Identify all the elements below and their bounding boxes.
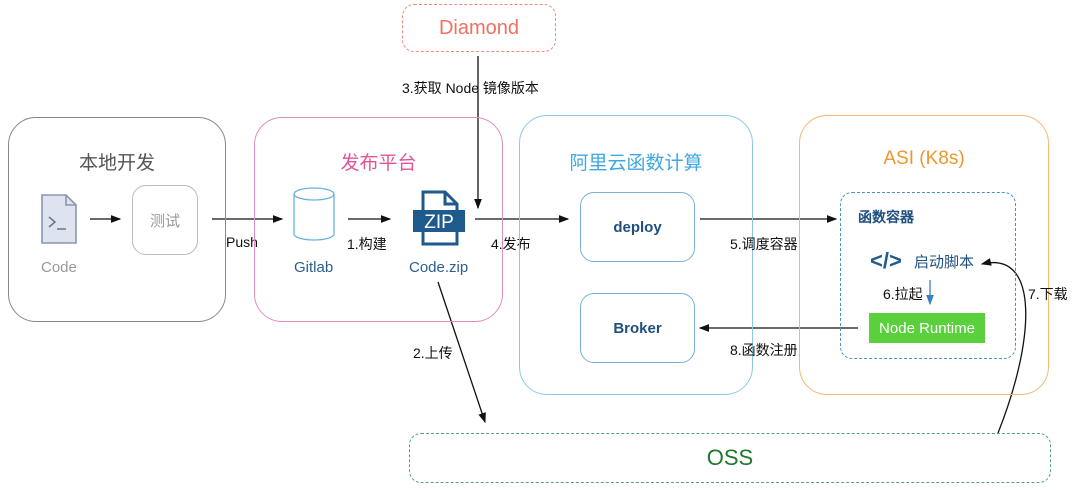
script-label: 启动脚本 (914, 254, 975, 271)
group-asi: ASI (K8s) (799, 115, 1049, 395)
group-local-title: 本地开发 (78, 153, 155, 174)
zip-label: Code.zip (409, 259, 469, 276)
edge-label-download: 7.下载 (1028, 286, 1068, 302)
oss-label: OSS (706, 445, 754, 470)
deploy-label: deploy (613, 218, 662, 236)
code-label: Code (41, 259, 77, 276)
deploy-node: deploy (580, 192, 695, 262)
edge-download (980, 258, 1027, 434)
test-node: 测试 (132, 185, 198, 255)
group-local: 本地开发 (8, 117, 226, 322)
edge-label-push: Push (226, 234, 258, 250)
edge-upload (437, 281, 486, 424)
group-fc-title: 阿里云函数计算 (569, 153, 703, 174)
node-runtime-label: Node Runtime (879, 319, 975, 337)
group-publish: 发布平台 (254, 117, 503, 322)
gitlab-database-icon (292, 186, 336, 247)
oss-node: OSS (409, 433, 1051, 483)
edge-label-schedule: 5.调度容器 (730, 236, 798, 252)
diamond-node: Diamond (402, 4, 556, 52)
edge-label-pull-up: 6.拉起 (883, 286, 923, 302)
zip-file-icon: ZIP (411, 190, 467, 251)
group-publish-title: 发布平台 (340, 153, 417, 174)
group-asi-title: ASI (K8s) (883, 148, 965, 169)
edge-label-register: 8.函数注册 (730, 342, 798, 358)
zip-glyph: ZIP (424, 212, 454, 233)
function-container-title: 函数容器 (858, 209, 914, 225)
edge-label-upload: 2.上传 (413, 345, 453, 361)
broker-label: Broker (613, 319, 662, 337)
edge-label-build: 1.构建 (347, 236, 387, 252)
group-fc: 阿里云函数计算 (519, 115, 753, 395)
edge-label-get-image: 3.获取 Node 镜像版本 (402, 80, 539, 96)
function-container: 函数容器 (840, 192, 1016, 359)
node-runtime-node: Node Runtime (869, 313, 985, 343)
code-tag-icon: </> (870, 248, 902, 273)
edge-label-publish: 4.发布 (491, 236, 531, 252)
broker-node: Broker (580, 293, 695, 363)
gitlab-label: Gitlab (294, 259, 334, 276)
diamond-label: Diamond (438, 16, 520, 39)
code-file-icon (40, 193, 78, 250)
test-label: 测试 (149, 212, 180, 230)
